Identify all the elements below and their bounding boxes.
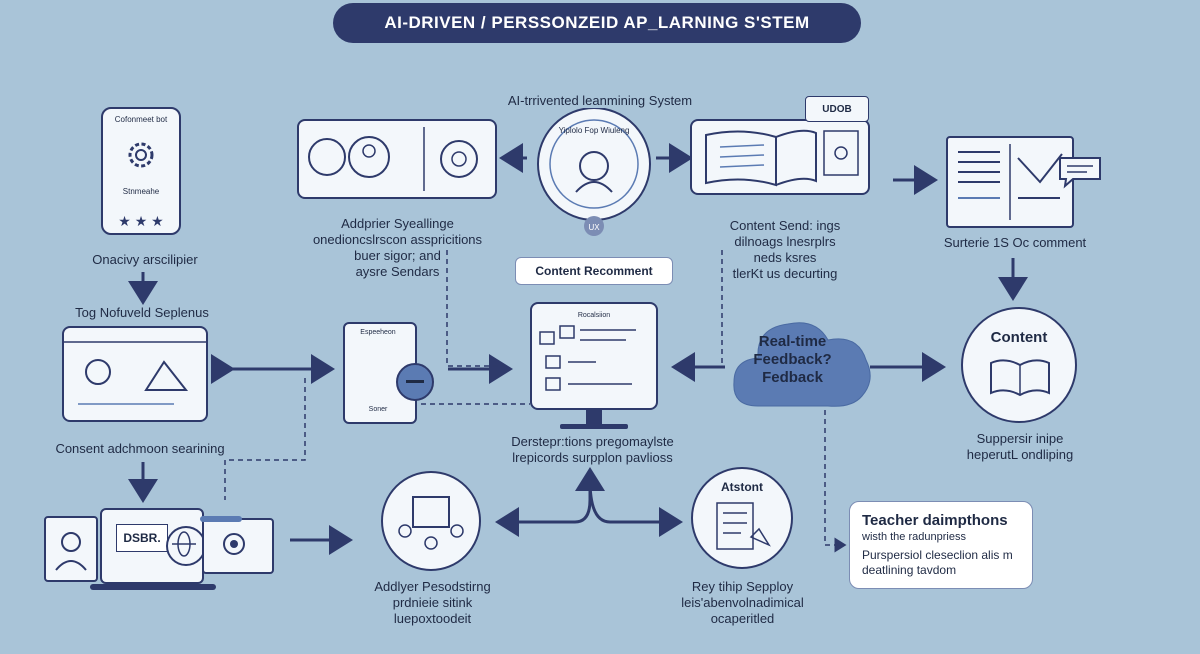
laptop-screen-text: DSBR. <box>116 524 168 552</box>
globe-icon <box>166 526 206 566</box>
monitor-screen: Rocalsiion <box>530 302 658 410</box>
content-send-text: Content Send: ings dilnoags lnesrplrs ne… <box>700 218 870 282</box>
content-send-line: tlerKt us decurting <box>732 266 838 281</box>
content-send-panel <box>690 119 870 195</box>
adaptive-bottom-text: Addlyer Pesodstirng prdnieie sitink luep… <box>335 579 530 627</box>
adaptive-line: onedioncslrscon asspricitions <box>312 232 483 247</box>
content-circle-line: Suppersir inipe <box>976 431 1064 446</box>
adaptive-line: buer sigor; and <box>354 248 441 263</box>
feedback-line: Feedback? <box>753 351 832 368</box>
udob-badge: UDOB <box>805 96 869 122</box>
adaptive-text: Addprier Syeallinge onedioncslrscon assp… <box>285 216 510 280</box>
adaptive-line: aysre Sendars <box>355 264 440 279</box>
rating-stars-icon: ★ ★ ★ <box>118 213 164 229</box>
slider-bar <box>200 516 242 522</box>
monitor-stand <box>586 410 602 426</box>
feedback-text: Real-time Feedback? Fedback <box>740 333 845 387</box>
content-recommend-box: Content Recomment <box>515 257 673 285</box>
assistant-circle: Atstont <box>691 467 793 569</box>
tablet-bottom-label: Soner <box>368 406 388 413</box>
assistant-text: Rey tihip Sepploy leis'abenvolnadimical … <box>640 579 845 627</box>
hub-circle: Yiplolo Fop Wiuleng UX <box>532 108 656 236</box>
monitor-text: Derstepr:tions pregomaylste lrepicords s… <box>470 434 715 466</box>
gear-icon <box>128 142 154 168</box>
laptop-base <box>90 584 216 590</box>
document-panel <box>946 136 1074 228</box>
assistant-line: leis'abenvolnadimical <box>681 595 804 610</box>
tog-caption: Tog Nofuveld Seplenus <box>75 305 209 320</box>
document-icon <box>958 144 1063 220</box>
teacher-subheading: wisth the radunpriess <box>862 531 966 543</box>
monitor-line: Derstepr:tions pregomaylste <box>511 434 674 449</box>
zoom-out-icon <box>396 363 434 401</box>
dashed-feedback-teacher <box>824 410 847 553</box>
monitor-base <box>560 424 628 429</box>
reading-book-icon <box>990 359 1050 397</box>
arrow-branch-up <box>500 467 605 524</box>
tog-panel <box>62 326 208 422</box>
adaptive-line: Addprier Syeallinge <box>341 216 454 231</box>
hub-inner-text: Yiplolo Fop Wiuleng <box>558 126 630 135</box>
teacher-heading: Teacher daimpthons <box>862 512 1008 529</box>
teacher-body: Purspersiol cleseclion alis m deatlining… <box>862 548 1020 578</box>
assistant-label: Atstont <box>721 480 763 494</box>
feedback-cloud-icon <box>733 322 871 407</box>
teacher-body-line: deatlining tavdom <box>862 563 957 577</box>
content-search-caption: Consent adchmoon searining <box>55 441 225 456</box>
monitor-top-label: Rocalsiion <box>577 312 611 319</box>
checklist-icon <box>716 502 771 550</box>
tablet-top-label: Espeeheon <box>360 329 396 336</box>
user-avatar-icon <box>55 532 87 571</box>
hub-caption: AI-trrivented leanmining System <box>507 93 693 108</box>
content-circle-label: Content <box>990 329 1048 346</box>
adaptive-bottom-circle <box>381 471 481 571</box>
content-send-line: dilnoags lnesrplrs <box>734 234 836 249</box>
content-send-line: neds ksres <box>753 250 817 265</box>
settings-card <box>202 518 274 574</box>
hub-badge: UX <box>588 223 600 232</box>
profile-card <box>44 516 98 582</box>
presentation-icon <box>398 496 464 550</box>
phone-bottom-label: Stnmeahe <box>122 187 160 196</box>
teacher-body-line: Purspersiol cleseclion alis m <box>862 548 1013 562</box>
assistant-line: ocaperitled <box>710 611 775 626</box>
adaptive-illustration <box>308 127 478 191</box>
assistant-line: Rey tihip Sepploy <box>691 579 794 594</box>
feedback-line: Real-time <box>758 333 827 350</box>
feedback-line: Fedback <box>762 369 823 386</box>
page-title: AI-DRIVEN / PERSSONZEID AP_LARNING S'STE… <box>333 3 861 43</box>
teacher-card: Teacher daimpthons wisth the radunpriess… <box>849 501 1033 589</box>
adaptive-bottom-line: Addlyer Pesodstirng <box>374 579 491 594</box>
arrow-branch-right <box>588 479 683 537</box>
content-circle-text: Suppersir inipe heperutL ondliping <box>930 431 1110 463</box>
document-caption: Surterie 1S Oc comment <box>943 235 1087 250</box>
content-circle-line: heperutL ondliping <box>966 447 1074 462</box>
content-circle: Content <box>961 307 1077 423</box>
open-book-icon <box>705 129 859 187</box>
adaptive-bottom-line: prdnieie sitink <box>392 595 473 610</box>
flowchart-icon <box>539 325 636 391</box>
phone-card: Cofonmeet bot Stnmeahe ★ ★ ★ <box>101 107 181 235</box>
dashed-adaptive-monitor <box>446 250 505 367</box>
chat-bubble-icon <box>1059 157 1101 189</box>
adaptive-panel <box>297 119 497 199</box>
hub-illustration <box>537 108 651 236</box>
target-icon <box>223 533 245 555</box>
dashed-tablet-down <box>224 378 306 500</box>
adaptive-bottom-line: luepoxtoodeit <box>393 611 472 626</box>
monitor-line: lrepicords surpplon pavlioss <box>512 450 673 465</box>
phone-caption: Onacivy arscilipier <box>92 252 198 267</box>
tog-illustration <box>64 341 206 405</box>
content-send-line: Content Send: ings <box>729 218 841 233</box>
phone-top-label: Cofonmeet bot <box>114 115 168 124</box>
